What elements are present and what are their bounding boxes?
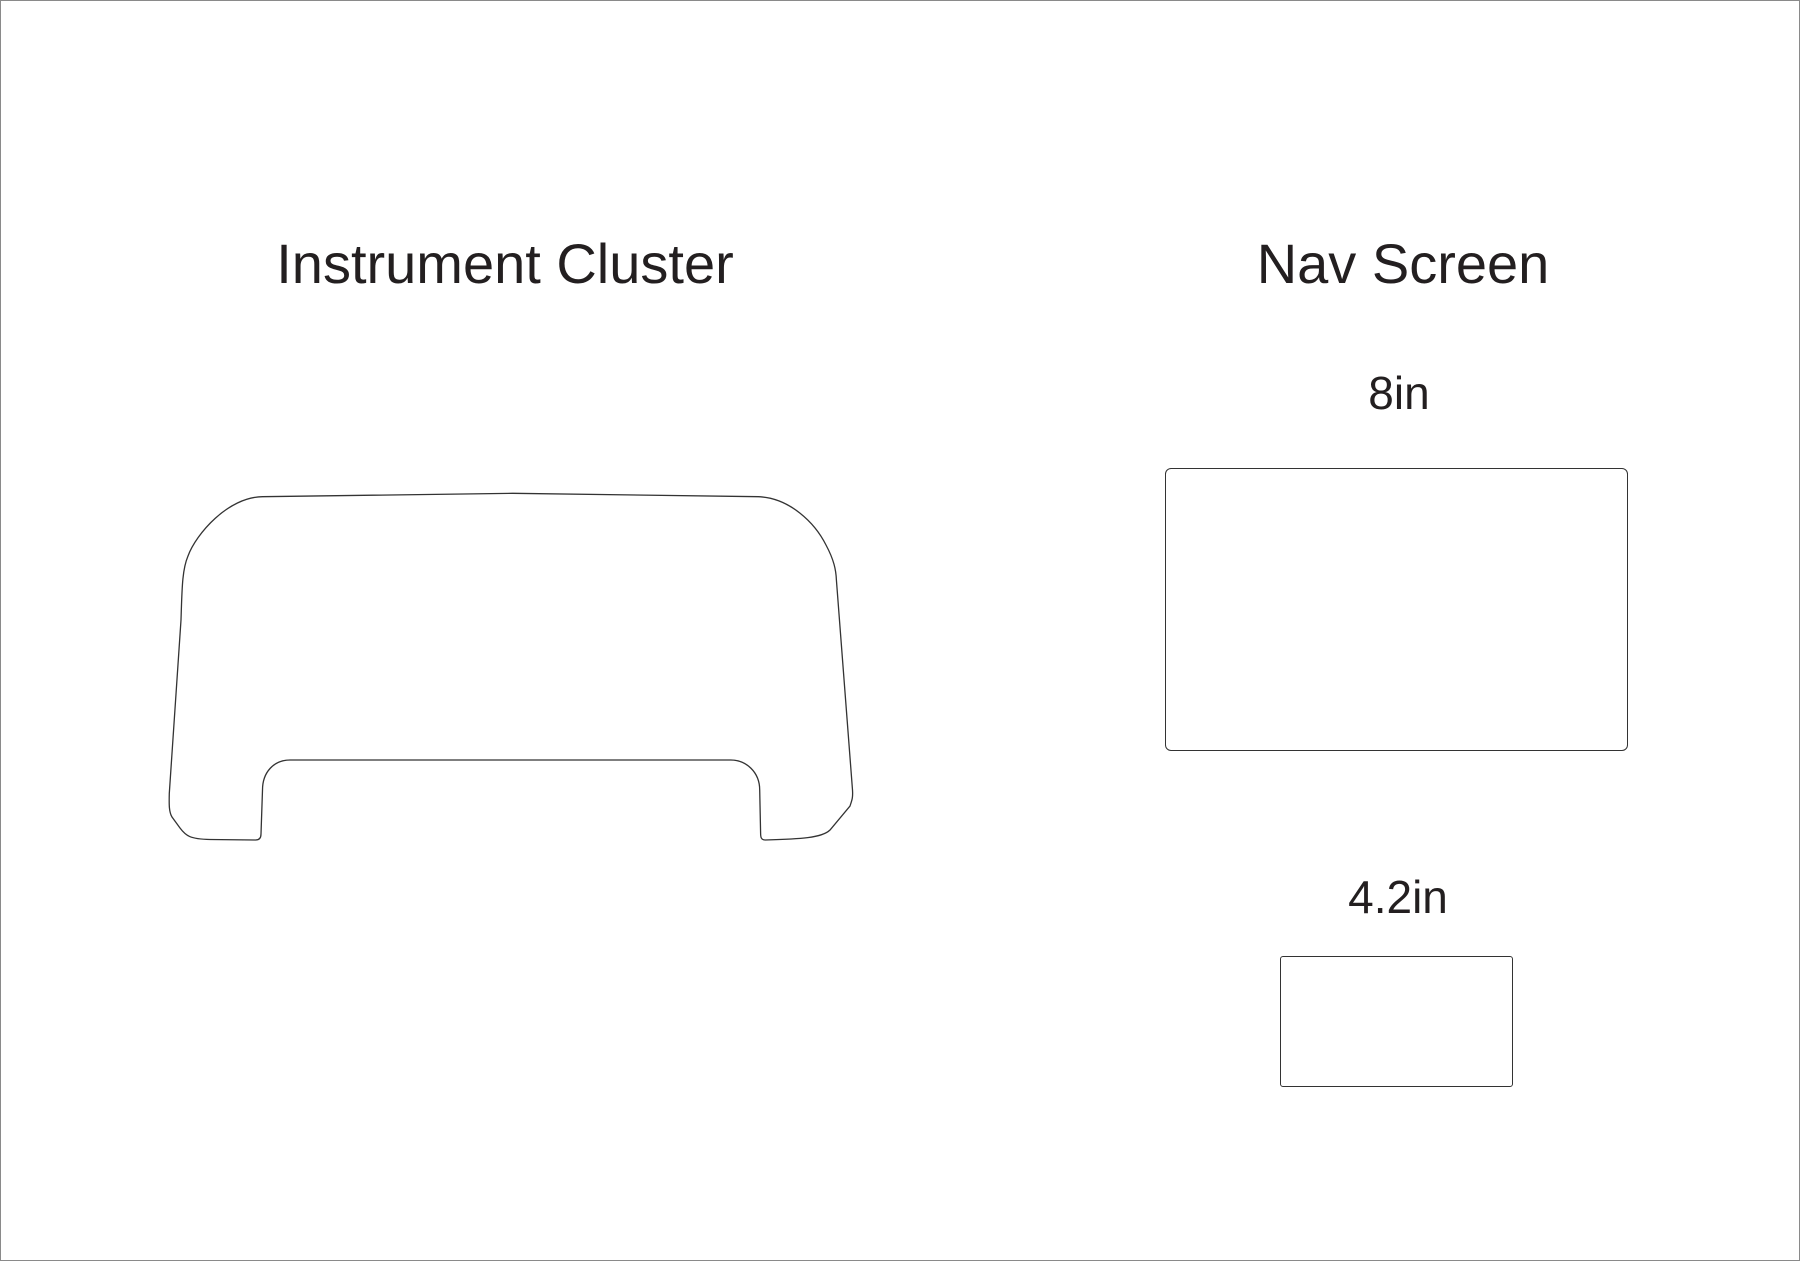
nav-screen-title: Nav Screen — [1256, 232, 1550, 295]
instrument-cluster-title: Instrument Cluster — [276, 232, 734, 295]
screen-4-2in-label: 4.2in — [1348, 871, 1448, 923]
screen-8in-label: 8in — [1368, 367, 1430, 419]
screen-4-2in-outline — [1280, 956, 1513, 1087]
screen-8in-outline — [1165, 468, 1628, 751]
